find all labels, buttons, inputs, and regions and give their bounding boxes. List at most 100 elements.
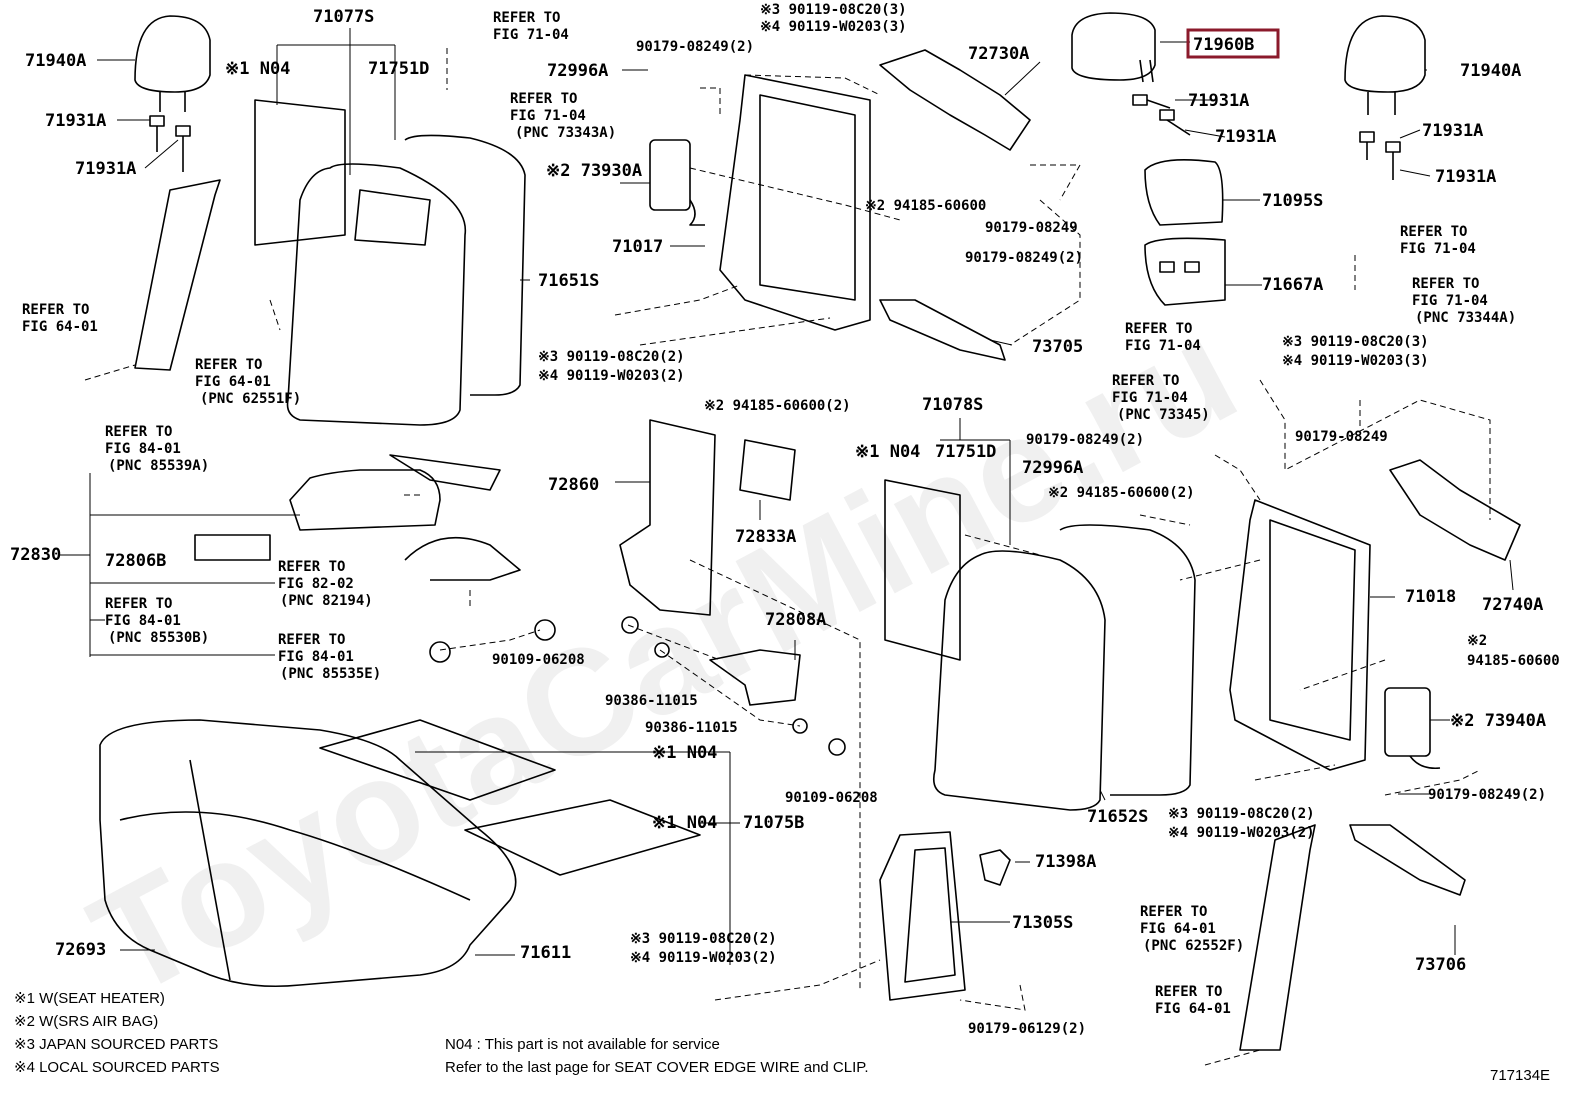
label-90179-e[interactable]: 90179-08249(2) (1026, 432, 1144, 448)
label-71931A-r3[interactable]: 71931A (1422, 121, 1483, 141)
label-n04-b: ※1 N04 (652, 813, 717, 833)
ref-fig-84-01-c3: (PNC 85535E) (280, 666, 381, 682)
label-90386-b[interactable]: 90386-11015 (645, 720, 738, 736)
label-72996A-right[interactable]: 72996A (1022, 458, 1083, 478)
label-90179-g[interactable]: 90179-06129(2) (968, 1021, 1086, 1037)
label-90119-b-2[interactable]: ※4 90119-W0203(2) (1168, 825, 1315, 841)
ref-fig-64-01-b3: (PNC 62551F) (200, 391, 301, 407)
ref-fig-71-04-e1: REFER TO (1125, 321, 1192, 337)
ref-fig-71-04-c1: REFER TO (1400, 224, 1467, 240)
ref-fig-71-04-e2[interactable]: FIG 71-04 (1125, 338, 1201, 354)
label-90119-c-1[interactable]: ※3 90119-08C20(2) (630, 931, 777, 947)
label-71940A-left[interactable]: 71940A (25, 51, 86, 71)
ref-fig-84-01-a2[interactable]: FIG 84-01 (105, 441, 181, 457)
label-90119-r-2[interactable]: ※4 90119-W0203(3) (1282, 353, 1429, 369)
label-90109-a[interactable]: 90109-06208 (492, 652, 585, 668)
ref-fig-71-04-f1: REFER TO (1112, 373, 1179, 389)
ref-fig-71-04-b1: REFER TO (510, 91, 577, 107)
label-71305S[interactable]: 71305S (1012, 913, 1073, 933)
label-73705[interactable]: 73705 (1032, 337, 1083, 357)
note-1: ※1 W(SEAT HEATER) (14, 990, 165, 1007)
label-71078S[interactable]: 71078S (922, 395, 983, 415)
label-71075B[interactable]: 71075B (743, 813, 804, 833)
label-94185-d2[interactable]: 94185-60600 (1467, 653, 1560, 669)
ref-fig-64-01-c3: (PNC 62552F) (1143, 938, 1244, 954)
label-90119-top-1[interactable]: ※3 90119-08C20(3) (760, 2, 907, 18)
label-90119-r-1[interactable]: ※3 90119-08C20(3) (1282, 334, 1429, 350)
label-71398A[interactable]: 71398A (1035, 852, 1096, 872)
label-94185-c[interactable]: ※2 94185-60600(2) (1048, 485, 1195, 501)
label-71931A-left-1[interactable]: 71931A (45, 111, 106, 131)
ref-fig-82-02-3: (PNC 82194) (280, 593, 373, 609)
label-71667A[interactable]: 71667A (1262, 275, 1323, 295)
ref-fig-82-02-2[interactable]: FIG 82-02 (278, 576, 354, 592)
label-71017[interactable]: 71017 (612, 237, 663, 257)
ref-fig-84-01-c2[interactable]: FIG 84-01 (278, 649, 354, 665)
label-71018[interactable]: 71018 (1405, 587, 1456, 607)
footer-line-1: N04 : This part is not available for ser… (445, 1036, 720, 1053)
figure-code: 717134E (1490, 1067, 1550, 1084)
label-71940A-right[interactable]: 71940A (1460, 61, 1521, 81)
label-71611[interactable]: 71611 (520, 943, 571, 963)
label-n04-mid: ※1 N04 (855, 442, 920, 462)
label-71931A-left-2[interactable]: 71931A (75, 159, 136, 179)
label-90179-b[interactable]: 90179-08249 (985, 220, 1078, 236)
label-72996A-left[interactable]: 72996A (547, 61, 608, 81)
label-73706[interactable]: 73706 (1415, 955, 1466, 975)
label-71960B[interactable]: 71960B (1193, 35, 1254, 55)
label-90119-b-1[interactable]: ※3 90119-08C20(2) (1168, 806, 1315, 822)
label-90179-f[interactable]: 90179-08249(2) (1428, 787, 1546, 803)
label-72740A[interactable]: 72740A (1482, 595, 1543, 615)
ref-fig-71-04-d1: REFER TO (1412, 276, 1479, 292)
legend-notes: ※1 W(SEAT HEATER) ※2 W(SRS AIR BAG) ※3 J… (14, 990, 220, 1076)
label-72730A[interactable]: 72730A (968, 44, 1029, 64)
label-90386-a[interactable]: 90386-11015 (605, 693, 698, 709)
ref-fig-71-04-c2[interactable]: FIG 71-04 (1400, 241, 1476, 257)
label-90109-b[interactable]: 90109-06208 (785, 790, 878, 806)
ref-fig-84-01-a3: (PNC 85539A) (108, 458, 209, 474)
label-71651S[interactable]: 71651S (538, 271, 599, 291)
label-71652S[interactable]: 71652S (1087, 807, 1148, 827)
label-72830[interactable]: 72830 (10, 545, 61, 565)
ref-fig-84-01-b2[interactable]: FIG 84-01 (105, 613, 181, 629)
label-73940A[interactable]: ※2 73940A (1450, 711, 1546, 731)
label-94185-a[interactable]: ※2 94185-60600 (865, 198, 986, 214)
ref-fig-64-01-b2[interactable]: FIG 64-01 (195, 374, 271, 390)
ref-fig-64-01-b1: REFER TO (195, 357, 262, 373)
label-72808A[interactable]: 72808A (765, 610, 826, 630)
ref-fig-64-01-c1: REFER TO (1140, 904, 1207, 920)
ref-fig-71-04-a2[interactable]: FIG 71-04 (493, 27, 569, 43)
label-90119-mid-1[interactable]: ※3 90119-08C20(2) (538, 349, 685, 365)
label-90119-mid-2[interactable]: ※4 90119-W0203(2) (538, 368, 685, 384)
label-71751D-right[interactable]: 71751D (935, 442, 996, 462)
label-71931A-r4[interactable]: 71931A (1435, 167, 1496, 187)
label-72833A[interactable]: 72833A (735, 527, 796, 547)
label-71095S[interactable]: 71095S (1262, 191, 1323, 211)
label-71751D-left[interactable]: 71751D (368, 59, 429, 79)
ref-fig-71-04-b2[interactable]: FIG 71-04 (510, 108, 586, 124)
label-94185-b[interactable]: ※2 94185-60600(2) (704, 398, 851, 414)
label-71077S[interactable]: 71077S (313, 7, 374, 27)
label-90179-a[interactable]: 90179-08249(2) (636, 39, 754, 55)
ref-fig-71-04-d2[interactable]: FIG 71-04 (1412, 293, 1488, 309)
part-labels: 71940A 71931A 71931A 71077S ※1 N04 71751… (10, 2, 1560, 1037)
label-90179-d[interactable]: 90179-08249 (1295, 429, 1388, 445)
ref-fig-64-01-c2[interactable]: FIG 64-01 (1140, 921, 1216, 937)
ref-fig-64-01-d2[interactable]: FIG 64-01 (1155, 1001, 1231, 1017)
ref-fig-71-04-f2[interactable]: FIG 71-04 (1112, 390, 1188, 406)
label-72806B[interactable]: 72806B (105, 551, 166, 571)
ref-fig-64-01-d1: REFER TO (1155, 984, 1222, 1000)
label-71931A-r2[interactable]: 71931A (1215, 127, 1276, 147)
label-71931A-r1[interactable]: 71931A (1188, 91, 1249, 111)
label-90119-c-2[interactable]: ※4 90119-W0203(2) (630, 950, 777, 966)
label-72693[interactable]: 72693 (55, 940, 106, 960)
ref-fig-84-01-c1: REFER TO (278, 632, 345, 648)
label-90179-c[interactable]: 90179-08249(2) (965, 250, 1083, 266)
ref-fig-71-04-f3: (PNC 73345) (1117, 407, 1210, 423)
label-73930A[interactable]: ※2 73930A (546, 161, 642, 181)
leader-lines (60, 28, 1514, 1066)
label-72860[interactable]: 72860 (548, 475, 599, 495)
headrest-right (1344, 15, 1426, 93)
label-90119-top-2[interactable]: ※4 90119-W0203(3) (760, 19, 907, 35)
ref-fig-64-01-a2[interactable]: FIG 64-01 (22, 319, 98, 335)
